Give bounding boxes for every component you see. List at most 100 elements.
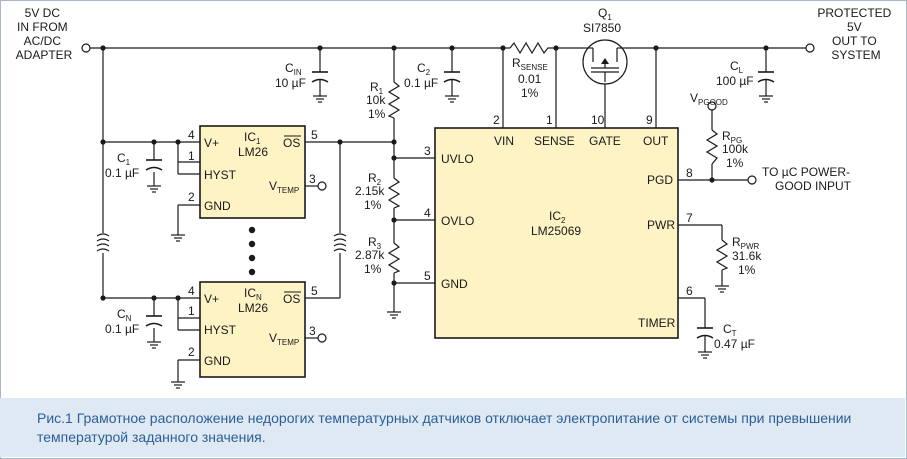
input-label: 5V DC IN FROM AC/DC ADAPTER <box>16 6 73 62</box>
ic1-pin-gnd: GND <box>204 199 231 213</box>
mosfet-q1 <box>582 39 628 85</box>
icn-pin-vtemp: VTEMP <box>269 331 299 347</box>
rsense-value-label: 0.01 <box>518 72 542 86</box>
r3-tol-label: 1% <box>364 262 382 276</box>
ic2-pinnum-out: 9 <box>646 113 653 127</box>
ic2-pinnum-sense: 1 <box>546 113 553 127</box>
rpg-ref-label: RPG <box>722 129 742 145</box>
vpgood-terminal <box>707 101 717 111</box>
icn-vtemp-terminal <box>317 333 327 343</box>
ic2-pin-out: OUT <box>643 134 669 148</box>
icn-pinnum-os: 5 <box>311 284 318 298</box>
ic1-pin-vtemp: VTEMP <box>269 179 299 195</box>
rpg-value-label: 100k <box>722 142 749 156</box>
rpwr-ref-label: RPWR <box>732 235 760 251</box>
capacitor-plates <box>145 71 775 339</box>
ic1-box <box>199 125 306 219</box>
ic1-pinnum-os: 5 <box>311 128 318 142</box>
ic2-pin-sense: SENSE <box>534 134 575 148</box>
q1-ref-label: Q1 <box>598 6 612 22</box>
ic2-pin-pgd: PGD <box>647 173 673 187</box>
output-label: PROTECTED 5V OUT TO SYSTEM <box>817 6 894 62</box>
ic2-pinnum-pwr: 7 <box>686 211 693 225</box>
os-overbars <box>284 135 301 293</box>
ic2-pin-ovlo: OVLO <box>441 214 474 228</box>
ic2-pinnum-gnd: 5 <box>424 269 431 283</box>
icn-pinnum-gnd: 2 <box>188 345 195 359</box>
ic1-pinnum-vtemp: 3 <box>309 172 316 186</box>
ic1-ref-label: IC1 <box>244 130 261 146</box>
caption-panel: Рис.1 Грамотное расположение недорогих т… <box>0 398 905 457</box>
resistor-zigzags <box>387 41 729 274</box>
figure-caption: Рис.1 Грамотное расположение недорогих т… <box>37 410 852 445</box>
icn-pin-gnd: GND <box>204 354 231 368</box>
ic2-pinnum-vin: 2 <box>493 113 500 127</box>
icn-part-label: LM26 <box>238 301 268 315</box>
rpg-tol-label: 1% <box>726 156 744 170</box>
c2-ref-label: C2 <box>417 61 431 77</box>
icn-pinnum-vplus: 4 <box>188 284 195 298</box>
ic1-pin-os: OS <box>283 136 300 150</box>
cn-value-label: 0.1 µF <box>105 322 139 336</box>
ic2-pinnum-uvlo: 3 <box>424 144 431 158</box>
cin-value-label: 10 µF <box>275 76 306 90</box>
output-terminal <box>805 43 815 53</box>
q1-part-label: SI7850 <box>583 21 621 35</box>
r2-value-label: 2.15k <box>355 184 385 198</box>
ic1-pinnum-gnd: 2 <box>188 190 195 204</box>
r3-value-label: 2.87k <box>355 248 385 262</box>
input-terminal <box>81 43 91 53</box>
wire-break-symbols <box>96 233 347 252</box>
ic2-pin-gate: GATE <box>589 134 621 148</box>
ic1-pinnum-vplus: 4 <box>188 128 195 142</box>
ic1-pin-hyst: HYST <box>204 168 237 182</box>
c1-ref-label: C1 <box>117 151 131 167</box>
cl-value-label: 100 µF <box>716 74 754 88</box>
ellipsis-dots <box>248 226 256 276</box>
icn-pin-os: OS <box>283 292 300 306</box>
c2-value-label: 0.1 µF <box>404 76 438 90</box>
ic2-part-label: LM25069 <box>531 224 581 238</box>
icn-pin-vplus: V+ <box>204 292 219 306</box>
ic2-pinnum-ovlo: 4 <box>424 206 431 220</box>
icn-pinnum-vtemp: 3 <box>309 324 316 338</box>
r2-tol-label: 1% <box>364 198 382 212</box>
ic2-pin-vin: VIN <box>494 134 514 148</box>
cl-ref-label: CL <box>730 59 744 75</box>
ic2-pin-timer: TIMER <box>638 316 676 330</box>
ic1-part-label: LM26 <box>238 145 268 159</box>
ic2-pinnum-gate: 10 <box>591 113 605 127</box>
wires <box>90 47 806 382</box>
ic2-pin-uvlo: UVLO <box>441 152 474 166</box>
rsense-ref-label: RSENSE <box>512 56 548 72</box>
r3-ref-label: R3 <box>368 235 382 251</box>
r1-ref-label: R1 <box>370 80 384 96</box>
rpwr-value-label: 31.6k <box>732 249 762 263</box>
rsense-tol-label: 1% <box>521 86 539 100</box>
ic1-pinnum-hyst: 1 <box>188 149 195 163</box>
cin-ref-label: CIN <box>285 61 302 77</box>
r2-ref-label: R2 <box>368 171 382 187</box>
ic2-pin-gnd: GND <box>441 277 468 291</box>
ct-value-label: 0.47 µF <box>714 337 755 351</box>
ic-boxes <box>199 125 679 378</box>
ic1-pin-vplus: V+ <box>204 136 219 150</box>
ct-ref-label: CT <box>723 322 737 338</box>
pgood-output-label: TO µC POWER- GOOD INPUT <box>762 165 853 193</box>
r1-value-label: 10k <box>366 93 386 107</box>
icn-box <box>199 281 306 378</box>
r1-tol-label: 1% <box>368 107 386 121</box>
vpgood-label: VPGOOD <box>690 91 728 107</box>
junction-dots <box>100 45 769 301</box>
ic2-pinnum-pgd: 8 <box>686 166 693 180</box>
cn-ref-label: CN <box>117 307 132 323</box>
ground-symbols <box>147 95 773 389</box>
icn-pin-hyst: HYST <box>204 323 237 337</box>
ic1-vtemp-terminal <box>317 181 327 191</box>
rpwr-tol-label: 1% <box>738 263 756 277</box>
icn-pinnum-hyst: 1 <box>188 304 195 318</box>
icn-ref-label: ICN <box>244 286 262 302</box>
pgood-output-terminal <box>747 175 757 185</box>
ic2-pinnum-timer: 6 <box>686 284 693 298</box>
ic2-pin-pwr: PWR <box>647 218 675 232</box>
